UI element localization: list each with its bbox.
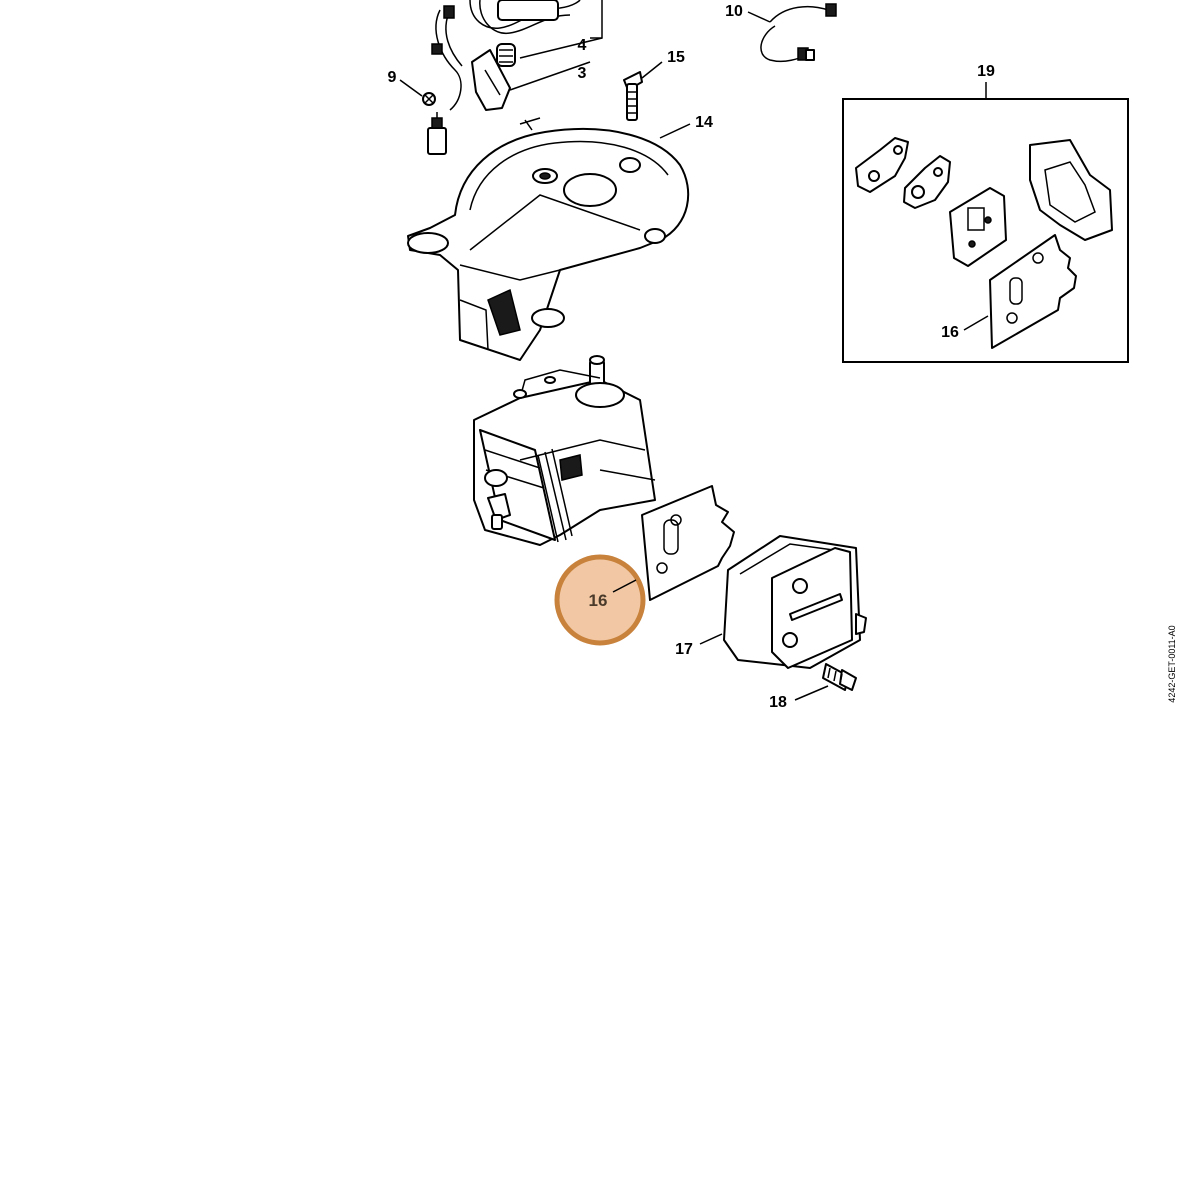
ignition-module-wiring — [422, 0, 581, 155]
wire-part-10 — [760, 3, 837, 63]
callout-17[interactable]: 17 — [675, 641, 693, 658]
gasket-part-16 — [641, 485, 735, 601]
highlight-marker-part-16[interactable]: 16 — [554, 554, 646, 646]
callout-9[interactable]: 9 — [388, 69, 397, 86]
screw-part-18 — [822, 663, 857, 691]
engine-cylinder-block — [473, 355, 656, 546]
callout-3[interactable]: 3 — [578, 65, 587, 82]
callout-16-inset[interactable]: 16 — [941, 324, 959, 341]
screw-part-15 — [623, 71, 643, 121]
callout-15[interactable]: 15 — [667, 49, 685, 66]
spring — [496, 43, 516, 67]
callout-14[interactable]: 14 — [695, 114, 713, 131]
callout-19[interactable]: 19 — [977, 63, 995, 80]
drawing-code: 4242-GET-0011-A0 — [1167, 625, 1177, 702]
callout-4[interactable]: 4 — [578, 37, 587, 54]
callout-16-highlighted: 16 — [589, 591, 608, 610]
fan-housing-part-14 — [407, 117, 690, 361]
muffler-part-17 — [723, 535, 867, 669]
gasket-set-inset — [842, 82, 1129, 363]
screw-9 — [422, 92, 436, 106]
callout-18[interactable]: 18 — [769, 694, 787, 711]
callout-10[interactable]: 10 — [725, 3, 743, 20]
